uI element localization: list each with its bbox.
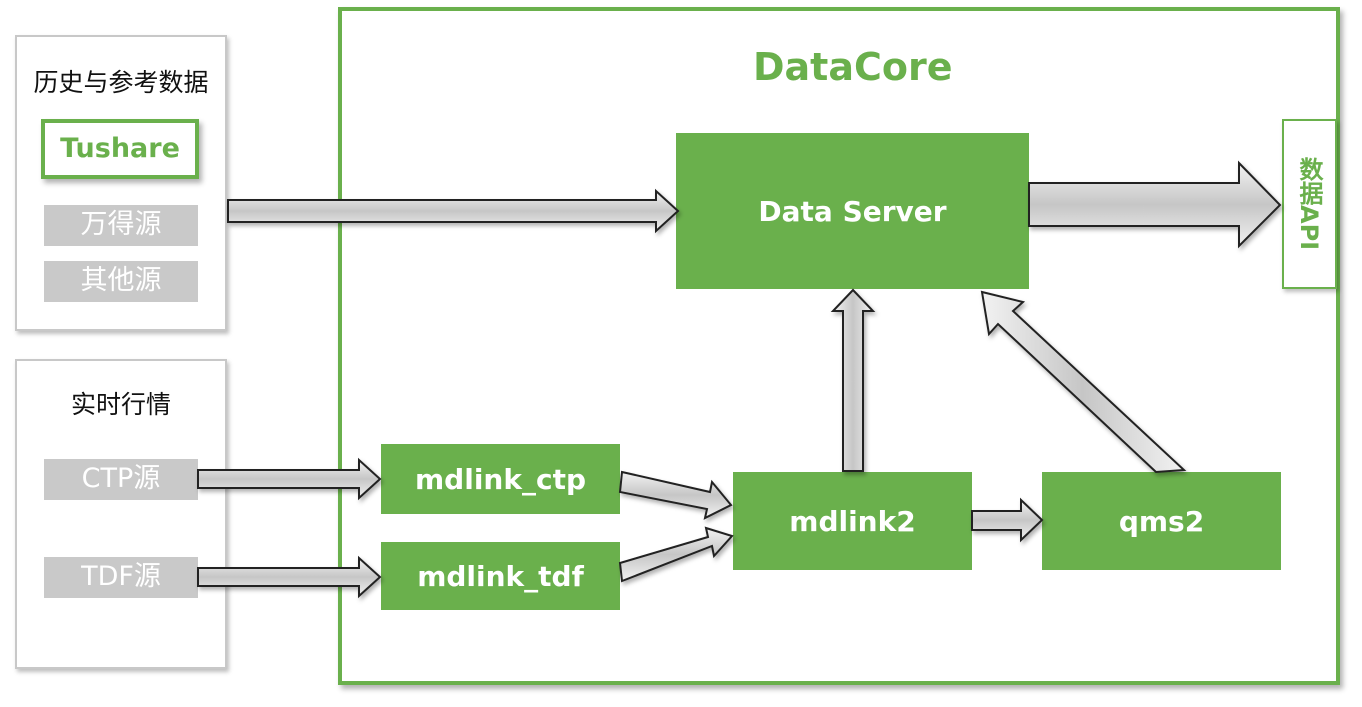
data-server-box: Data Server xyxy=(676,133,1029,289)
other-source: 其他源 xyxy=(44,261,198,302)
arrow-history-to-dataserver xyxy=(227,188,680,234)
mdlink2-box: mdlink2 xyxy=(733,472,972,570)
tushare-source: Tushare xyxy=(41,119,199,179)
ctp-source: CTP源 xyxy=(44,459,198,500)
data-server-label: Data Server xyxy=(758,194,947,228)
arrow-qms2-to-dataserver-body xyxy=(980,290,1187,474)
arrow-ctp-to-mdlink-ctp xyxy=(197,457,382,501)
wind-source: 万得源 xyxy=(44,205,198,246)
mdlink-ctp-box: mdlink_ctp xyxy=(381,444,620,514)
data-api-label: 数据API xyxy=(1295,157,1323,251)
arrow-dataserver-to-api xyxy=(1028,160,1282,249)
qms2-box: qms2 xyxy=(1042,472,1281,570)
arrow-mdlink-tdf-to-mdlink2 xyxy=(618,526,734,583)
mdlink-tdf-box: mdlink_tdf xyxy=(381,542,620,610)
arrow-mdlink2-to-dataserver xyxy=(830,288,876,472)
arrow-mdlink-ctp-to-mdlink2 xyxy=(618,470,733,520)
mdlink2-label: mdlink2 xyxy=(789,504,916,538)
realtime-data-panel: 实时行情 xyxy=(15,359,227,669)
qms2-label: qms2 xyxy=(1118,504,1205,538)
tdf-source: TDF源 xyxy=(44,557,198,598)
mdlink-tdf-label: mdlink_tdf xyxy=(417,559,584,593)
realtime-data-title: 实时行情 xyxy=(70,390,171,419)
arrow-mdlink2-to-qms2 xyxy=(971,497,1044,543)
arrow-tdf-to-mdlink-tdf xyxy=(197,555,382,599)
data-api-box: 数据API xyxy=(1282,119,1337,289)
history-data-title: 历史与参考数据 xyxy=(33,68,209,97)
mdlink-ctp-label: mdlink_ctp xyxy=(415,462,586,496)
datacore-title: DataCore xyxy=(753,45,953,89)
